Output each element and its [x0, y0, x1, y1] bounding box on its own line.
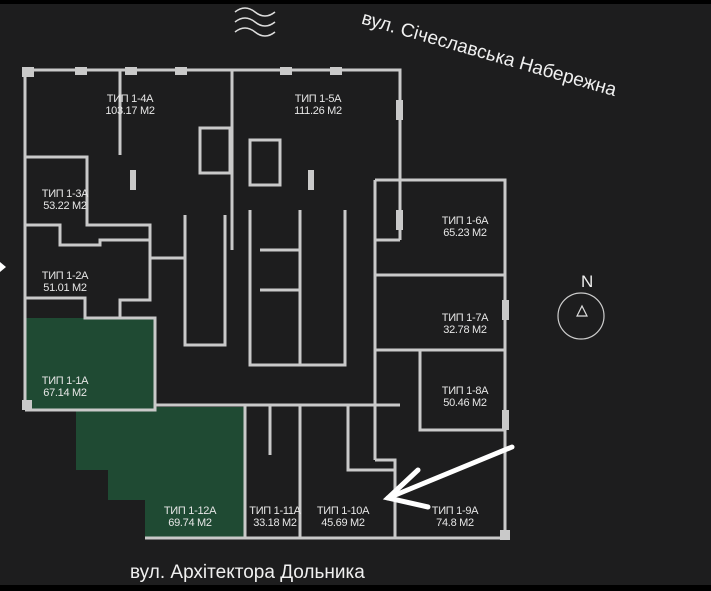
unit-type: ТИП 1-5А [294, 93, 342, 105]
unit-area: 32.78 М2 [443, 324, 487, 336]
unit-type: ТИП 1-10А [316, 505, 370, 517]
unit-type: ТИП 1-7А [441, 312, 489, 324]
unit-type: ТИП 1-8А [441, 385, 489, 397]
pointer-arrow-icon [382, 444, 515, 510]
unit-1-12a-extension-2 [108, 420, 146, 500]
unit-type: ТИП 1-3А [41, 188, 89, 200]
columns [22, 67, 510, 540]
compass-icon [557, 292, 605, 340]
unit-type: ТИП 1-1А [41, 375, 89, 387]
unit-area: 69.74 М2 [168, 517, 212, 529]
unit-type: ТИП 1-4А [106, 93, 154, 105]
unit-area: 74.8 М2 [436, 517, 474, 529]
unit-1-1a-fill[interactable] [26, 318, 155, 410]
street-label-bottom: вул. Архітектора Дольника [130, 562, 365, 583]
unit-area: 33.18 М2 [253, 517, 297, 529]
unit-area: 53.22 М2 [43, 200, 87, 212]
unit-area: 111.26 М2 [294, 105, 342, 117]
top-border [0, 0, 711, 4]
unit-area: 65.23 М2 [443, 227, 487, 239]
unit-type: ТИП 1-12А [163, 505, 217, 517]
left-edge-arrow-icon [0, 262, 6, 272]
bottom-border [0, 585, 711, 591]
unit-area: 45.69 М2 [321, 517, 365, 529]
compass-north-label: N [581, 272, 594, 291]
unit-1-12a-fill[interactable] [145, 407, 245, 538]
water-waves-icon [234, 7, 276, 37]
unit-type: ТИП 1-2А [41, 270, 89, 282]
unit-type: ТИП 1-6А [441, 215, 489, 227]
unit-type: ТИП 1-11А [249, 505, 301, 517]
unit-area: 50.46 М2 [443, 397, 487, 409]
unit-type: ТИП 1-9А [431, 505, 479, 517]
walls [23, 68, 507, 540]
unit-area: 103.17 М2 [105, 105, 155, 117]
highlighted-units [26, 318, 245, 538]
unit-area: 51.01 М2 [43, 282, 87, 294]
unit-area: 67.14 М2 [43, 387, 87, 399]
